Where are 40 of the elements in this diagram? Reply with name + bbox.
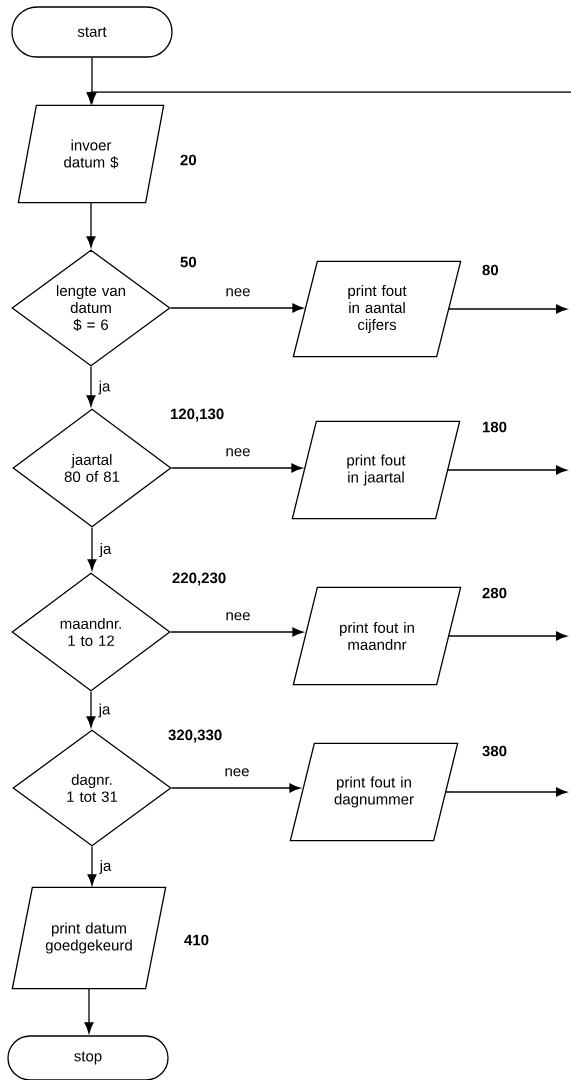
input-output-box: print datum goedgekeurd [11, 886, 167, 990]
arrow [448, 631, 568, 641]
input-output-box: invoer datum $ [17, 104, 165, 204]
edge-label: nee [225, 768, 249, 777]
edge-label: nee [226, 448, 250, 457]
step-number: 380 [482, 745, 507, 757]
arrow [448, 304, 568, 314]
arrow [84, 988, 94, 1034]
step-number: 280 [482, 587, 507, 599]
step-number: 180 [482, 421, 507, 433]
arrow [445, 787, 568, 797]
input-output-box: print fout in dagnummer [289, 742, 459, 842]
step-number: 120,130 [170, 408, 224, 422]
edge-label: nee [226, 612, 250, 621]
edge-label: ja [99, 860, 112, 874]
arrow [171, 783, 301, 793]
arrow [86, 366, 96, 407]
terminal-box: start [11, 6, 173, 58]
arrow [87, 527, 97, 571]
input-output-box: print fout in aantal cijfers [292, 260, 462, 358]
step-number: 50 [180, 256, 197, 268]
arrow [171, 463, 303, 473]
arrow [447, 465, 568, 475]
step-number: 80 [482, 264, 499, 276]
input-output-box: print fout in maandnr [292, 586, 462, 686]
arrow [170, 627, 304, 637]
input-output-box: print fout in jaartal [291, 420, 461, 520]
step-number: 410 [184, 934, 209, 946]
arrow [87, 846, 97, 886]
arrow [86, 691, 96, 728]
step-number: 20 [180, 154, 197, 166]
edge-label: ja [98, 380, 111, 395]
edge-label: nee [226, 288, 250, 297]
terminal-box: stop [7, 1035, 169, 1080]
step-number: 220,230 [172, 572, 226, 586]
edge-label: ja [99, 543, 112, 557]
arrow [86, 91, 571, 104]
edge-label: ja [98, 703, 111, 718]
arrow [86, 202, 96, 248]
arrow [170, 303, 304, 313]
